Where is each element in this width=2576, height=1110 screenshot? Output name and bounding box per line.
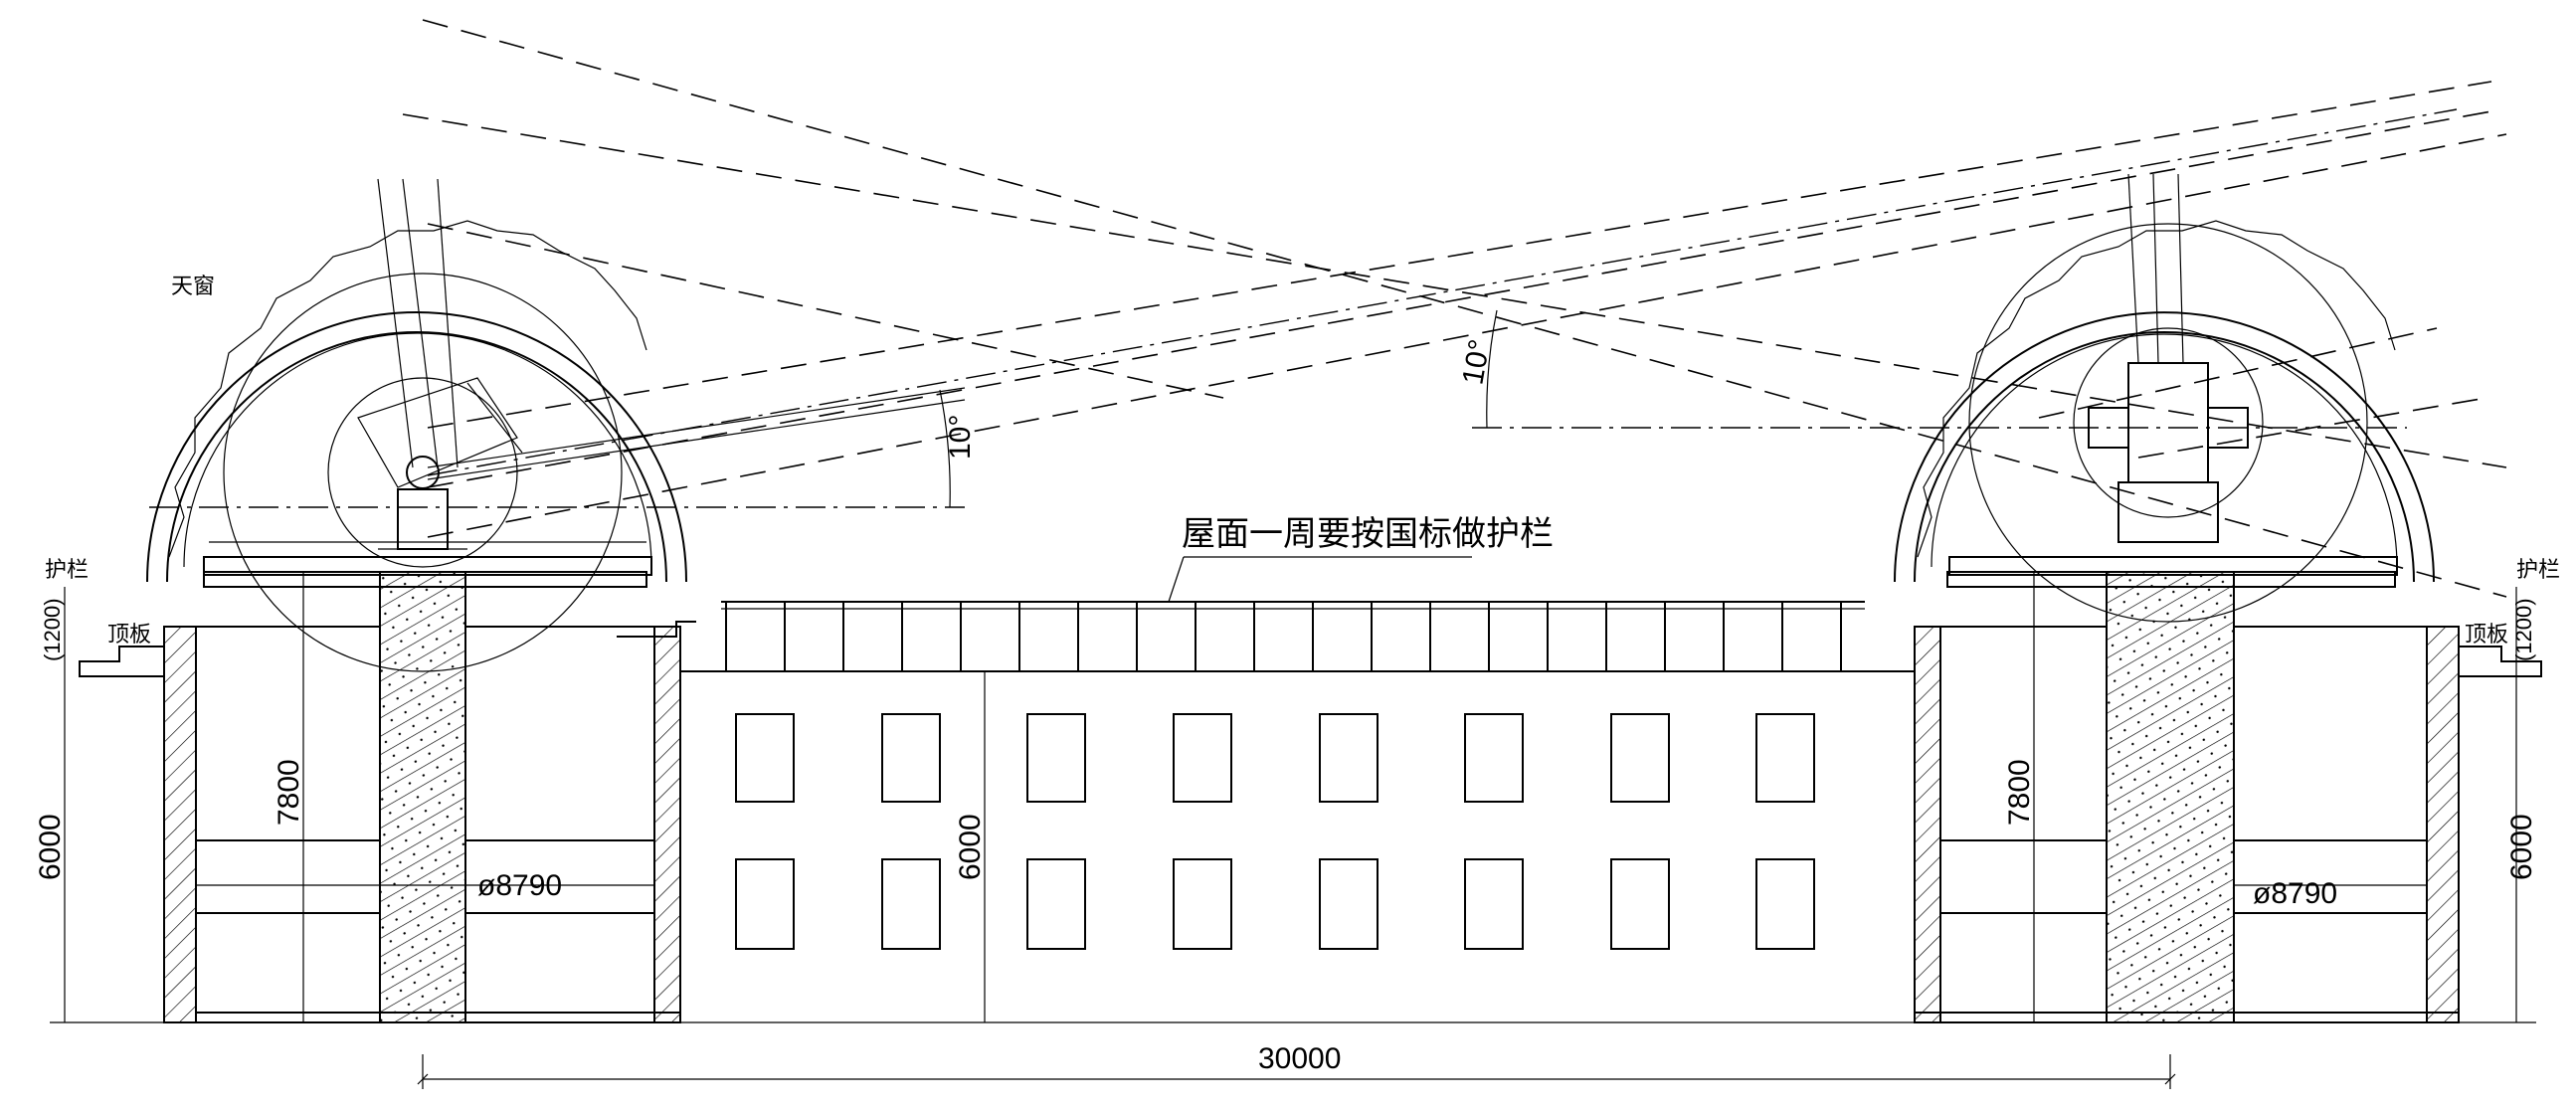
sightline-2 <box>402 113 2507 468</box>
left-railing-label: 护栏 <box>45 557 89 582</box>
left-parapet <box>79 646 165 677</box>
center-building-height: 6000 <box>954 814 987 880</box>
right-dome-outer-arc <box>1894 311 2435 583</box>
right-pier-height: 7800 <box>2003 759 2036 826</box>
right-pier <box>2106 571 2235 1023</box>
left-dome-label: 天窗 <box>171 274 215 298</box>
left-dome-truss-arc <box>183 332 652 568</box>
sightline-1 <box>422 19 2507 598</box>
left-telescope-tube <box>357 377 518 488</box>
span-dimension <box>417 1054 2176 1089</box>
left-dome-truss <box>168 220 647 558</box>
left-pier <box>379 571 466 1023</box>
left-pier-height: 7800 <box>273 759 305 826</box>
windows-lower-row <box>735 858 1815 950</box>
right-angle-arc <box>1486 309 1498 429</box>
total-span-label: 30000 <box>1258 1042 1341 1075</box>
right-observatory <box>1472 173 2542 1023</box>
right-railing-label: 护栏 <box>2516 557 2560 582</box>
sightline-6 <box>427 133 2507 538</box>
sight-lines <box>402 19 2507 598</box>
windows-upper-row <box>735 713 1815 803</box>
sightline-8 <box>2137 397 2487 459</box>
right-dome-truss-arc <box>1931 333 2398 568</box>
right-parapet-height: (1200) <box>2511 598 2536 661</box>
left-wall-outer <box>163 626 197 1023</box>
right-tilt-angle: 10° <box>1456 337 1496 387</box>
left-slab-label: 顶板 <box>107 622 151 647</box>
roof-guardrail-note: 屋面一周要按国标做护栏 <box>1182 514 1554 554</box>
left-tilt-angle: 10° <box>944 415 977 460</box>
left-wall-inner <box>653 626 681 1023</box>
right-dome-truss <box>1917 220 2396 558</box>
left-observatory <box>50 108 2536 1023</box>
sightline-5 <box>427 110 2492 488</box>
right-slab-label: 顶板 <box>2465 622 2508 647</box>
left-parapet-height: (1200) <box>40 598 65 661</box>
left-wall-height: 6000 <box>34 814 67 880</box>
right-diameter: ø8790 <box>2253 877 2337 910</box>
right-telescope-mount <box>2117 481 2219 543</box>
central-building <box>680 556 1915 1022</box>
sightline-4 <box>427 81 2492 429</box>
left-dome-inner-arc <box>166 331 667 583</box>
right-wall-outer <box>2426 626 2460 1023</box>
sightline-7 <box>2038 327 2438 419</box>
right-parapet <box>2458 646 2542 677</box>
left-angle-arc <box>939 389 951 508</box>
right-dome-inner-arc <box>1914 331 2415 583</box>
left-dome-outer-arc <box>146 311 687 583</box>
right-telescope-body <box>2127 362 2209 483</box>
left-diameter: ø8790 <box>477 869 562 902</box>
right-wall-inner <box>1914 626 1941 1023</box>
guardrail-posts <box>725 602 1842 671</box>
right-wall-height: 6000 <box>2505 814 2538 880</box>
sightline-3 <box>427 223 1224 399</box>
left-telescope-mount <box>397 488 449 550</box>
